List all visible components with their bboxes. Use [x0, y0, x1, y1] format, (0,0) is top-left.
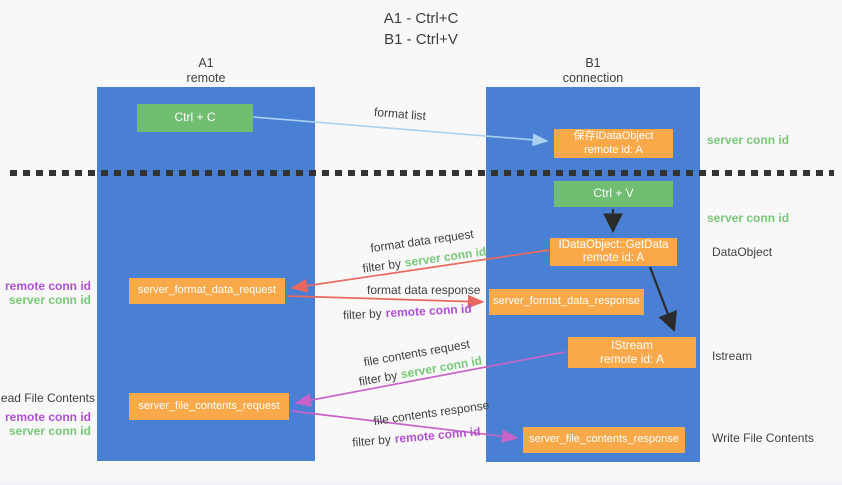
node-server-format-data-response: server_format_data_response — [489, 289, 644, 315]
node-ctrl-c: Ctrl + C — [137, 104, 253, 132]
filter-by-text: filter by — [357, 368, 399, 389]
node-ctrl-c-label: Ctrl + C — [174, 110, 216, 125]
right-column-role: connection — [562, 71, 624, 85]
diagram-title: A1 - Ctrl+C B1 - Ctrl+V — [0, 8, 842, 50]
istream-label: Istream — [712, 349, 753, 363]
node-server-file-contents-request-label: server_file_contents_request — [138, 399, 280, 412]
dataobject-label: DataObject — [712, 245, 773, 259]
node-ctrl-v-label: Ctrl + V — [593, 186, 634, 201]
server-conn-id-badge-top: server conn id — [707, 133, 790, 147]
node-server-file-contents-response-label: server_file_contents_response — [529, 433, 679, 446]
filter-by-text: filter by — [361, 256, 402, 276]
server-conn-id-badge-file: server conn id — [8, 424, 91, 438]
write-file-contents-label: Write File Contents — [712, 431, 814, 445]
node-istream: IStream remote id: A — [568, 337, 696, 368]
read-file-contents-label: Read File Contents — [0, 391, 95, 405]
node-getdata: IDataObject::GetData remote id: A — [550, 238, 677, 266]
label-format-list: format list — [373, 104, 427, 124]
node-server-format-data-request: server_format_data_request — [129, 278, 285, 304]
remote-conn-id-badge-format: remote conn id — [4, 279, 91, 293]
right-column-header: B1 connection — [533, 56, 653, 86]
node-getdata-line2: remote id: A — [582, 252, 645, 264]
filter-by-text: filter by — [351, 432, 392, 450]
label-format-data-response: format data response — [367, 283, 481, 297]
title-line-b1: B1 - Ctrl+V — [384, 31, 458, 48]
left-column-name: A1 — [198, 56, 214, 70]
left-column-role: remote — [186, 71, 226, 85]
node-server-file-contents-request: server_file_contents_request — [129, 393, 289, 420]
server-conn-id-badge-format: server conn id — [8, 293, 91, 307]
label-file-contents-response: file contents response — [372, 397, 491, 429]
remote-conn-id-badge-file: remote conn id — [4, 410, 91, 424]
server-conn-id-badge-mid: server conn id — [707, 211, 790, 225]
left-column-header: A1 remote — [146, 56, 266, 86]
remote-conn-id-text: remote conn id — [385, 301, 472, 321]
node-istream-line2: remote id: A — [599, 351, 665, 366]
node-ctrl-v: Ctrl + V — [554, 181, 673, 207]
node-getdata-line1: IDataObject::GetData — [558, 238, 669, 251]
node-server-file-contents-response: server_file_contents_response — [523, 427, 685, 453]
node-server-format-data-response-label: server_format_data_response — [493, 295, 640, 308]
bottom-edge-decoration — [0, 478, 842, 485]
node-istream-line1: IStream — [610, 338, 653, 352]
node-save-dataobject-line2: remote id: A — [584, 143, 643, 156]
filter-by-text: filter by — [342, 306, 383, 323]
title-line-a1: A1 - Ctrl+C — [383, 10, 459, 27]
remote-conn-id-text: remote conn id — [394, 424, 482, 446]
right-column-name: B1 — [585, 56, 601, 70]
node-save-dataobject: 保存IDataObject remote id: A — [554, 129, 673, 158]
node-server-format-data-request-label: server_format_data_request — [137, 284, 277, 297]
node-save-dataobject-line1: 保存IDataObject — [573, 130, 654, 142]
